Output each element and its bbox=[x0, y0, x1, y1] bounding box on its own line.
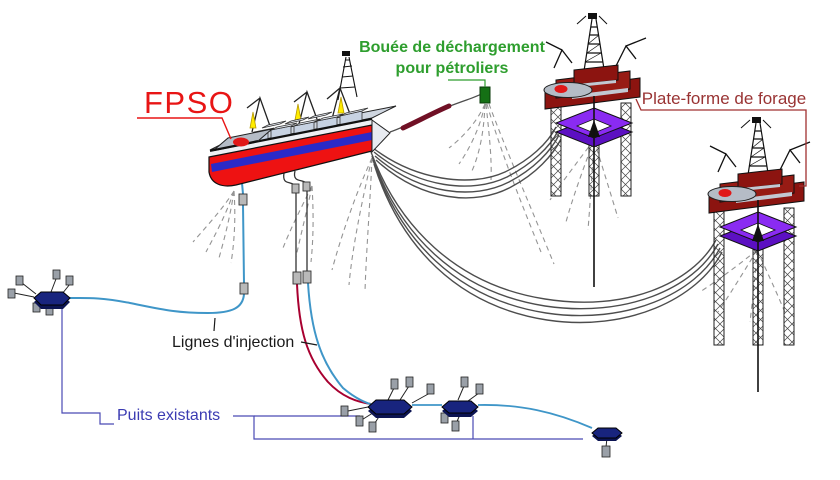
injection-lines bbox=[69, 170, 593, 429]
derrick-icon bbox=[337, 56, 358, 101]
manifold-body bbox=[367, 399, 413, 415]
hose-loop-1 bbox=[283, 172, 295, 186]
riser-bundle-to-platform-2 bbox=[370, 151, 723, 324]
connector bbox=[302, 270, 312, 284]
buoy-label-line1: Bouée de déchargement bbox=[359, 39, 546, 56]
buoy-pointer-line bbox=[448, 79, 486, 87]
riser-verticals bbox=[295, 189, 308, 272]
flare-icon bbox=[249, 96, 345, 129]
manifold-body bbox=[591, 427, 623, 439]
offloading-hose-segment bbox=[400, 103, 452, 131]
riser-bundle-to-platform-1 bbox=[372, 126, 562, 199]
injection-line-blue bbox=[307, 282, 377, 407]
connector bbox=[291, 183, 300, 194]
hose-loop-2 bbox=[293, 170, 307, 184]
injection-line-west bbox=[69, 182, 245, 315]
connector bbox=[292, 271, 302, 285]
fpso-pointer-line bbox=[137, 117, 232, 140]
offloading-buoy bbox=[479, 86, 491, 104]
buoy-label-line2: pour pétroliers bbox=[396, 60, 509, 77]
platform-bracket-line bbox=[635, 98, 807, 187]
helideck-dot bbox=[233, 137, 249, 147]
connector bbox=[302, 181, 311, 192]
injection-line-red bbox=[296, 283, 372, 405]
fpso-label: FPSO bbox=[144, 85, 234, 120]
drilling-platform-near bbox=[543, 12, 647, 287]
derrick-crown bbox=[342, 51, 350, 56]
flowline-m2-m3 bbox=[477, 404, 593, 429]
lattice-leg bbox=[713, 209, 725, 346]
lattice-leg bbox=[550, 104, 562, 197]
wells-label: Puits existants bbox=[117, 407, 220, 424]
manifold-west bbox=[7, 269, 74, 316]
fpso-vessel bbox=[208, 51, 397, 187]
manifold-center-1 bbox=[340, 376, 435, 433]
manifold-center-2 bbox=[440, 376, 484, 432]
platform-label: Plate-forme de forage bbox=[642, 89, 806, 108]
mooring-lines bbox=[192, 103, 787, 323]
manifold-east bbox=[591, 427, 623, 458]
hull-stripe bbox=[211, 132, 372, 172]
connector bbox=[238, 193, 248, 206]
manifold-body bbox=[33, 291, 71, 306]
connector bbox=[239, 282, 249, 295]
bow-wedge bbox=[371, 119, 391, 154]
hull-white-band bbox=[210, 120, 372, 157]
lattice-leg bbox=[783, 207, 795, 346]
injection-label: Lignes d'injection bbox=[172, 334, 294, 351]
manifold-body bbox=[441, 400, 479, 414]
lattice-leg bbox=[620, 102, 632, 197]
drilling-platform-far bbox=[707, 116, 811, 392]
injection-pointer-lines bbox=[213, 317, 318, 346]
